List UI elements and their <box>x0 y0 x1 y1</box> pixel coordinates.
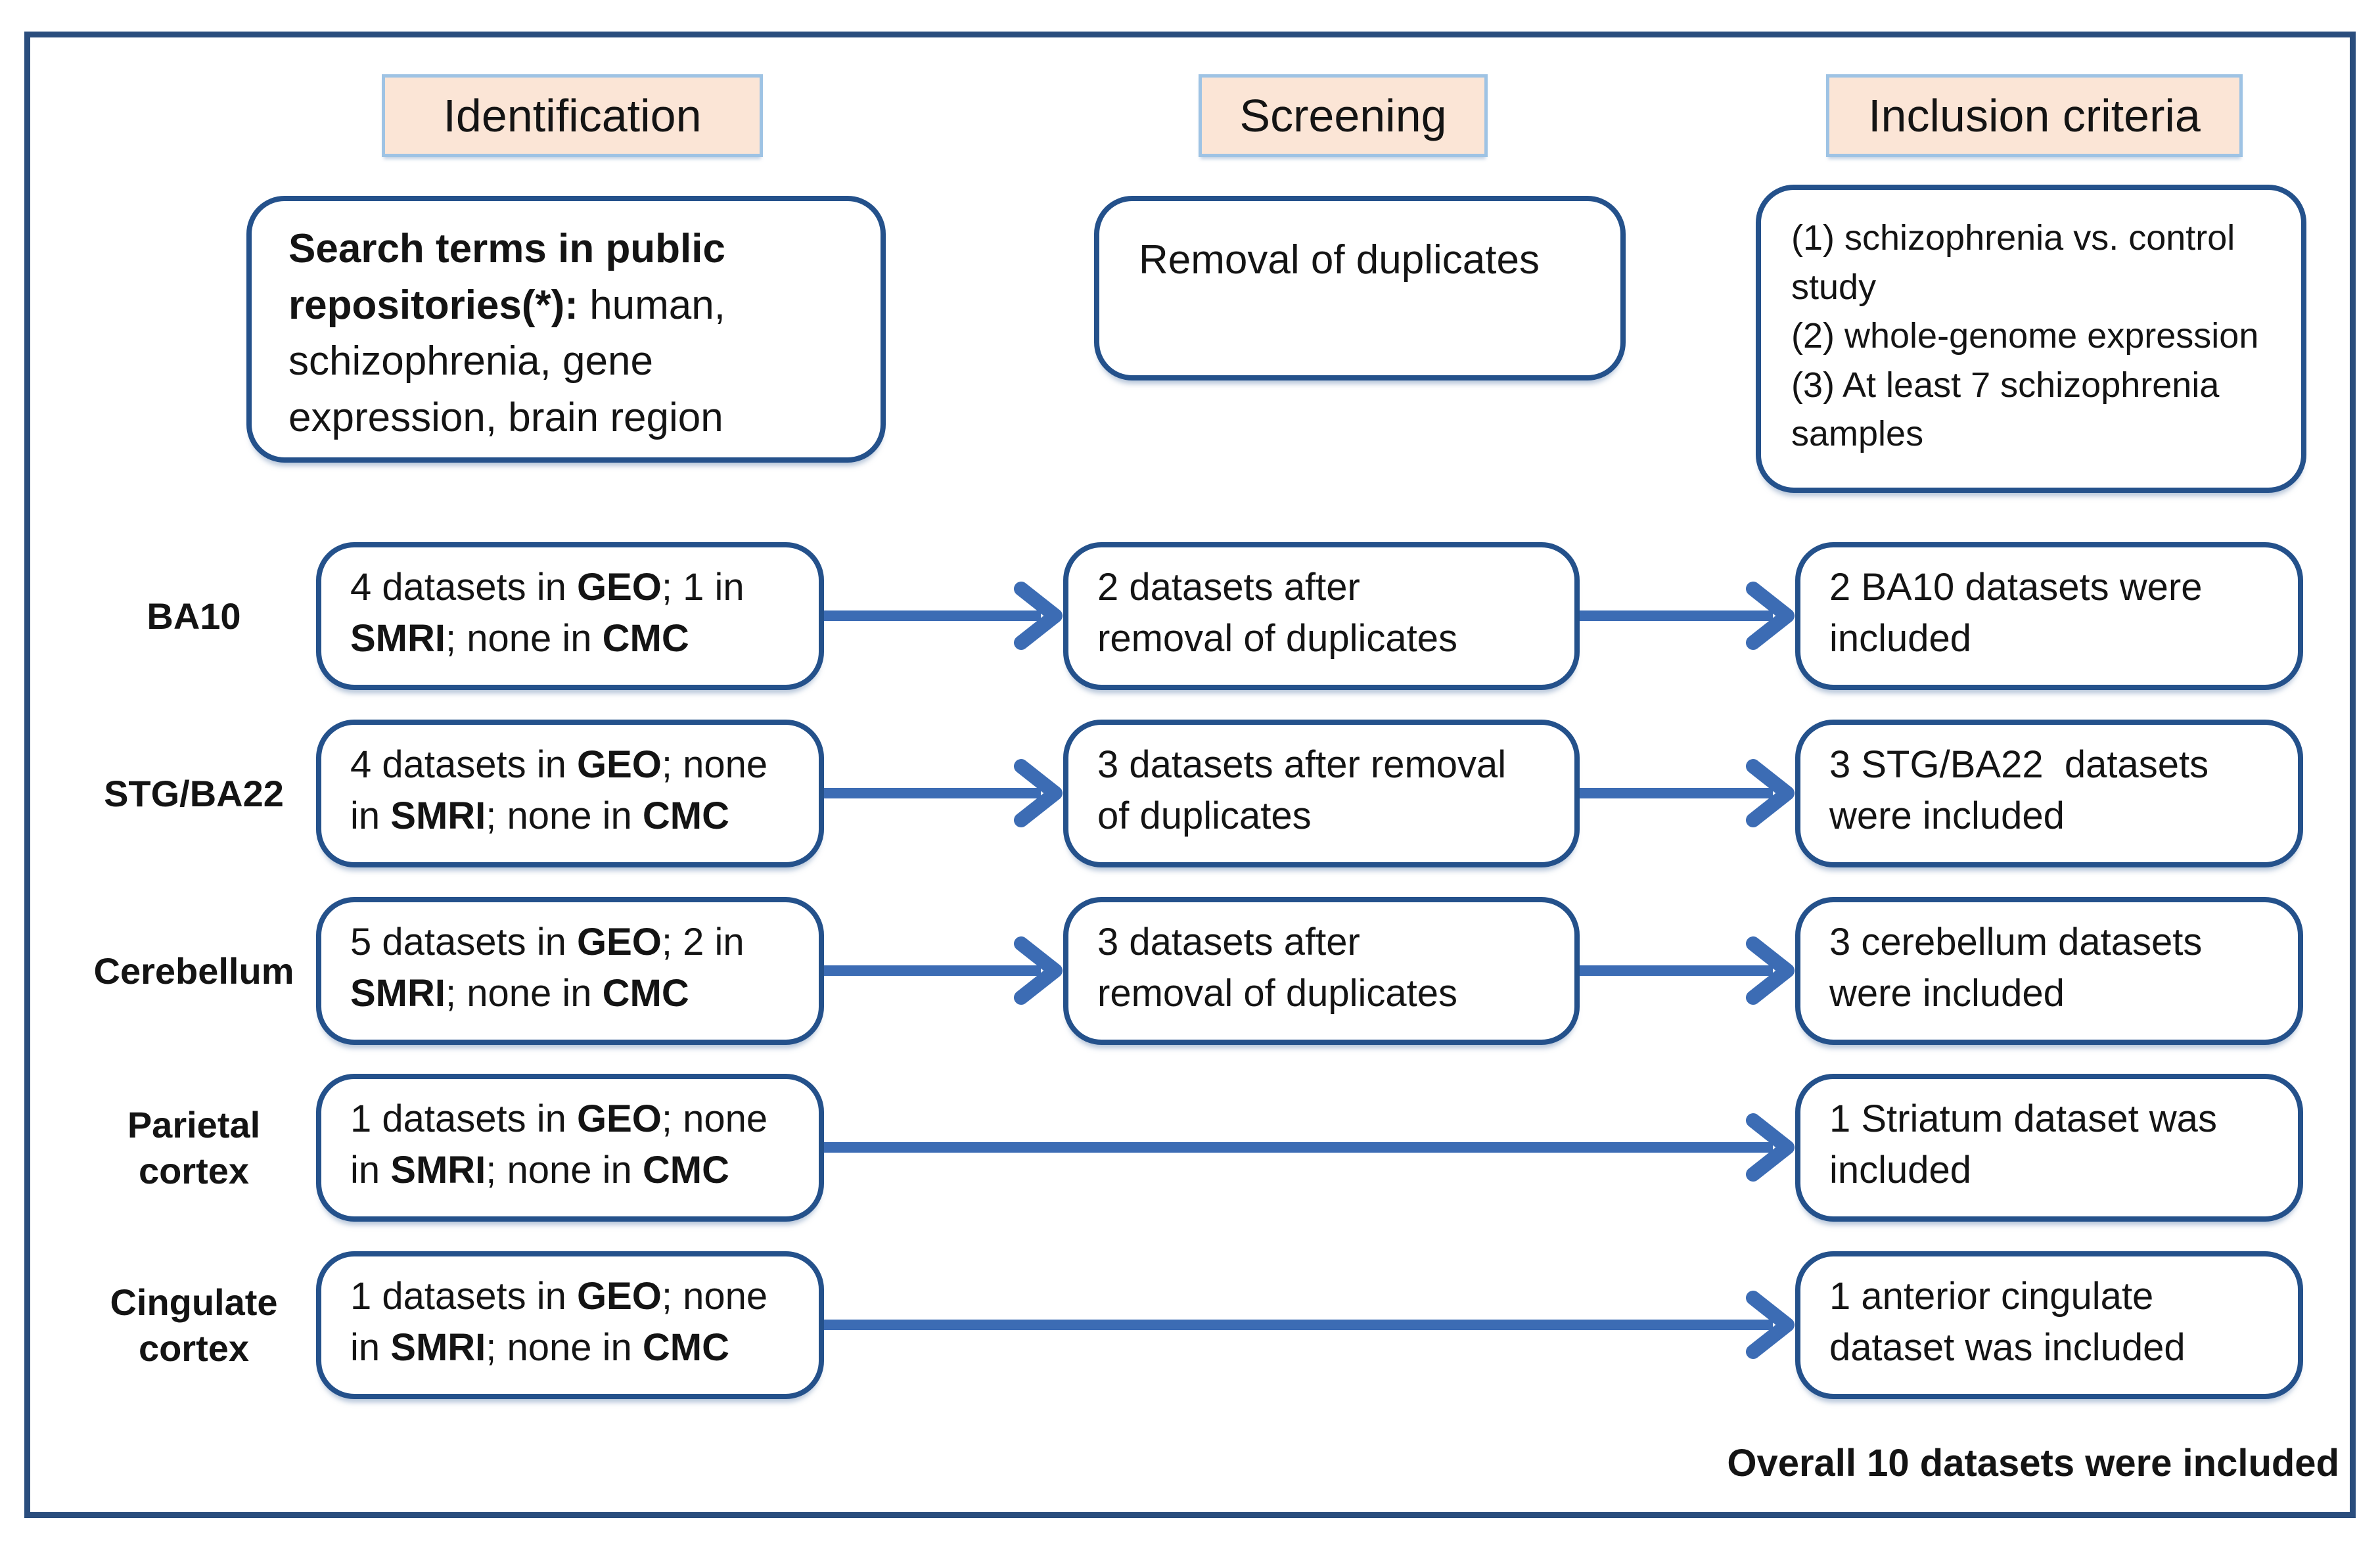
column-header-label: Inclusion criteria <box>1868 90 2201 141</box>
column-header-screening: Screening <box>1199 74 1488 157</box>
screening-box-stg-ba22: 3 datasets after removal of duplicates <box>1063 720 1580 867</box>
flow-arrow-icon <box>824 759 1063 827</box>
screening-text: removal of duplicates <box>1097 972 1458 1015</box>
row-label-stg-ba22: STG/BA22 <box>104 772 284 814</box>
removal-of-duplicates-text: Removal of duplicates <box>1139 237 1540 283</box>
identification-text: 4 datasets in GEO; 1 in <box>350 566 744 609</box>
criteria-line: (2) whole-genome expression <box>1791 316 2259 356</box>
inclusion-text: included <box>1829 1149 1972 1192</box>
inclusion-box-cerebellum: 3 cerebellum datasets were included <box>1795 897 2303 1045</box>
inclusion-criteria-box: (1) schizophrenia vs. control study (2) … <box>1756 185 2306 493</box>
criteria-line: (1) schizophrenia vs. control <box>1791 218 2235 258</box>
identification-text: 5 datasets in GEO; 2 in <box>350 921 744 963</box>
screening-box-ba10: 2 datasets after removal of duplicates <box>1063 542 1580 690</box>
column-header-identification: Identification <box>382 74 763 157</box>
identification-box-cingulate-cortex: 1 datasets in GEO; none in SMRI; none in… <box>316 1251 824 1399</box>
row-label-ba10: BA10 <box>147 595 241 637</box>
flow-arrow-icon <box>824 1113 1795 1182</box>
identification-box-ba10: 4 datasets in GEO; 1 in SMRI; none in CM… <box>316 542 824 690</box>
search-terms-box: Search terms in public repositories(*): … <box>246 196 886 463</box>
inclusion-box-ba10: 2 BA10 datasets were included <box>1795 542 2303 690</box>
screening-text: of duplicates <box>1097 795 1312 838</box>
overall-summary: Overall 10 datasets were included <box>1727 1442 2339 1485</box>
search-terms-line: schizophrenia, gene <box>288 338 653 384</box>
search-terms-line: Search terms in public <box>288 226 725 271</box>
row-label-parietal-cortex: Parietal cortex <box>127 1103 261 1191</box>
search-terms-line: expression, brain region <box>288 394 723 440</box>
inclusion-text: 2 BA10 datasets were <box>1829 566 2203 609</box>
identification-box-cerebellum: 5 datasets in GEO; 2 in SMRI; none in CM… <box>316 897 824 1045</box>
inclusion-text: were included <box>1829 795 2065 838</box>
identification-text: SMRI; none in CMC <box>350 617 689 660</box>
removal-of-duplicates-box: Removal of duplicates <box>1094 196 1626 380</box>
column-header-inclusion-criteria: Inclusion criteria <box>1826 74 2243 157</box>
inclusion-box-parietal-cortex: 1 Striatum dataset was included <box>1795 1074 2303 1222</box>
inclusion-text: 1 Striatum dataset was <box>1829 1097 2217 1140</box>
identification-text: 1 datasets in GEO; none <box>350 1275 768 1318</box>
identification-text: 1 datasets in GEO; none <box>350 1097 768 1140</box>
identification-text: 4 datasets in GEO; none <box>350 743 768 786</box>
inclusion-text: 1 anterior cingulate <box>1829 1275 2154 1318</box>
flow-arrow-icon <box>824 1291 1795 1359</box>
inclusion-box-cingulate-cortex: 1 anterior cingulate dataset was include… <box>1795 1251 2303 1399</box>
flow-arrow-icon <box>1580 582 1795 650</box>
criteria-line: study <box>1791 267 1877 307</box>
flow-arrow-icon <box>824 582 1063 650</box>
identification-text: SMRI; none in CMC <box>350 972 689 1015</box>
criteria-line: samples <box>1791 414 1924 454</box>
screening-text: 2 datasets after <box>1097 566 1360 609</box>
column-header-label: Identification <box>443 90 702 141</box>
flow-arrow-icon <box>824 936 1063 1005</box>
screening-text: 3 datasets after removal <box>1097 743 1507 786</box>
identification-text: in SMRI; none in CMC <box>350 1149 729 1192</box>
inclusion-text: included <box>1829 617 1972 660</box>
flow-arrow-icon <box>1580 936 1795 1005</box>
row-label-cerebellum: Cerebellum <box>93 950 294 992</box>
flow-arrow-icon <box>1580 759 1795 827</box>
screening-text: 3 datasets after <box>1097 921 1360 963</box>
identification-text: in SMRI; none in CMC <box>350 795 729 838</box>
inclusion-text: 3 STG/BA22 datasets <box>1829 743 2209 786</box>
identification-text: in SMRI; none in CMC <box>350 1326 729 1370</box>
identification-box-stg-ba22: 4 datasets in GEO; none in SMRI; none in… <box>316 720 824 867</box>
screening-text: removal of duplicates <box>1097 617 1458 660</box>
search-terms-line: repositories(*): human, <box>288 282 725 328</box>
inclusion-text: dataset was included <box>1829 1326 2185 1370</box>
row-label-cingulate-cortex: Cingulate cortex <box>110 1281 278 1369</box>
column-header-label: Screening <box>1239 90 1447 141</box>
identification-box-parietal-cortex: 1 datasets in GEO; none in SMRI; none in… <box>316 1074 824 1222</box>
inclusion-text: were included <box>1829 972 2065 1015</box>
screening-box-cerebellum: 3 datasets after removal of duplicates <box>1063 897 1580 1045</box>
criteria-line: (3) At least 7 schizophrenia <box>1791 365 2220 405</box>
inclusion-text: 3 cerebellum datasets <box>1829 921 2203 963</box>
inclusion-box-stg-ba22: 3 STG/BA22 datasets were included <box>1795 720 2303 867</box>
diagram-border <box>24 32 2356 1518</box>
